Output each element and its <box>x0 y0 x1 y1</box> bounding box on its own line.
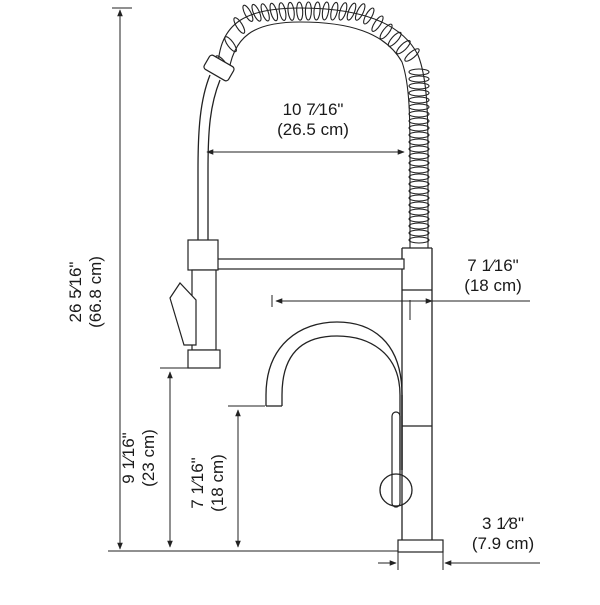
spout-height-label: 7 1⁄16" (18 cm) <box>188 428 232 538</box>
spout-depth-dimension <box>271 295 530 307</box>
sprayer-height-dimension <box>160 367 190 548</box>
coil-ring <box>404 48 420 62</box>
overall-height-metric: (66.8 cm) <box>86 256 105 328</box>
coil-ring <box>408 110 430 118</box>
coil-ring <box>338 2 348 21</box>
sprayer-head <box>169 239 221 369</box>
coil-ring <box>330 1 339 21</box>
coil-ring <box>408 124 430 132</box>
coil-ring <box>278 2 287 21</box>
coil-ring <box>346 2 357 21</box>
coil-ring <box>233 17 246 34</box>
coil-ring <box>354 3 366 21</box>
base-width-dimension <box>378 552 540 570</box>
coil-ring <box>269 2 279 22</box>
coil-ring <box>408 208 430 216</box>
spout-height-imperial: 7 1⁄16" <box>188 457 207 509</box>
spout-height-metric: (18 cm) <box>208 454 227 512</box>
spout-depth-metric: (18 cm) <box>464 276 522 295</box>
coil-ring <box>296 1 304 21</box>
coil-rings <box>215 1 430 244</box>
base-width-metric: (7.9 cm) <box>471 534 535 553</box>
coil-ring <box>408 229 430 237</box>
coil-ring <box>363 7 375 25</box>
sprayer-height-imperial: 9 1⁄16" <box>119 432 138 484</box>
coil-ring <box>408 173 430 181</box>
coil-ring <box>408 187 430 195</box>
coil-ring <box>396 40 411 55</box>
coil-spring <box>215 1 430 248</box>
coil-ring <box>387 31 402 47</box>
coil-ring <box>408 75 430 83</box>
hose-reach-imperial: 10 7⁄16" <box>282 100 344 119</box>
coil-ring <box>371 15 384 32</box>
coil-ring <box>408 117 430 125</box>
spout-depth-label: 7 1⁄16" (18 cm) <box>438 256 548 296</box>
sprayer-height-metric: (23 cm) <box>139 429 158 487</box>
base-width-imperial: 3 1⁄8" <box>482 514 524 533</box>
coil-ring <box>408 89 430 97</box>
spout-depth-imperial: 7 1⁄16" <box>467 256 519 275</box>
coil-ring <box>287 1 295 21</box>
coil-ring <box>321 1 330 21</box>
overall-height-dimension <box>108 7 400 552</box>
coil-ring <box>408 68 430 76</box>
sprayer-height-label: 9 1⁄16" (23 cm) <box>119 403 163 513</box>
coil-ring <box>224 36 237 53</box>
coil-ring <box>408 96 430 104</box>
gooseneck-spout <box>265 321 403 470</box>
coil-ring <box>408 103 430 111</box>
coil-ring <box>408 152 430 160</box>
support-arm <box>211 258 405 270</box>
coil-ring <box>304 1 312 21</box>
overall-height-label: 26 5⁄16" (66.8 cm) <box>66 222 110 362</box>
coil-ring <box>408 194 430 202</box>
coil-ring <box>408 159 430 167</box>
spout-height-dimension <box>228 405 265 548</box>
coil-ring <box>408 236 430 244</box>
coil-ring <box>260 3 270 22</box>
coil-ring <box>242 4 254 22</box>
coil-ring <box>408 131 430 139</box>
coil-ring <box>408 180 430 188</box>
hose-reach-label: 10 7⁄16" (26.5 cm) <box>248 100 378 140</box>
hose <box>197 54 235 240</box>
coil-ring <box>408 222 430 230</box>
coil-ring <box>313 1 321 21</box>
coil-ring <box>408 215 430 223</box>
faucet-body <box>397 247 444 553</box>
coil-ring <box>408 138 430 146</box>
hose-reach-metric: (26.5 cm) <box>277 120 349 139</box>
overall-height-imperial: 26 5⁄16" <box>66 261 85 323</box>
coil-ring <box>408 145 430 153</box>
coil-ring <box>408 166 430 174</box>
base-width-label: 3 1⁄8" (7.9 cm) <box>448 514 558 554</box>
coil-ring <box>379 23 393 40</box>
coil-ring <box>408 201 430 209</box>
coil-ring <box>408 82 430 90</box>
